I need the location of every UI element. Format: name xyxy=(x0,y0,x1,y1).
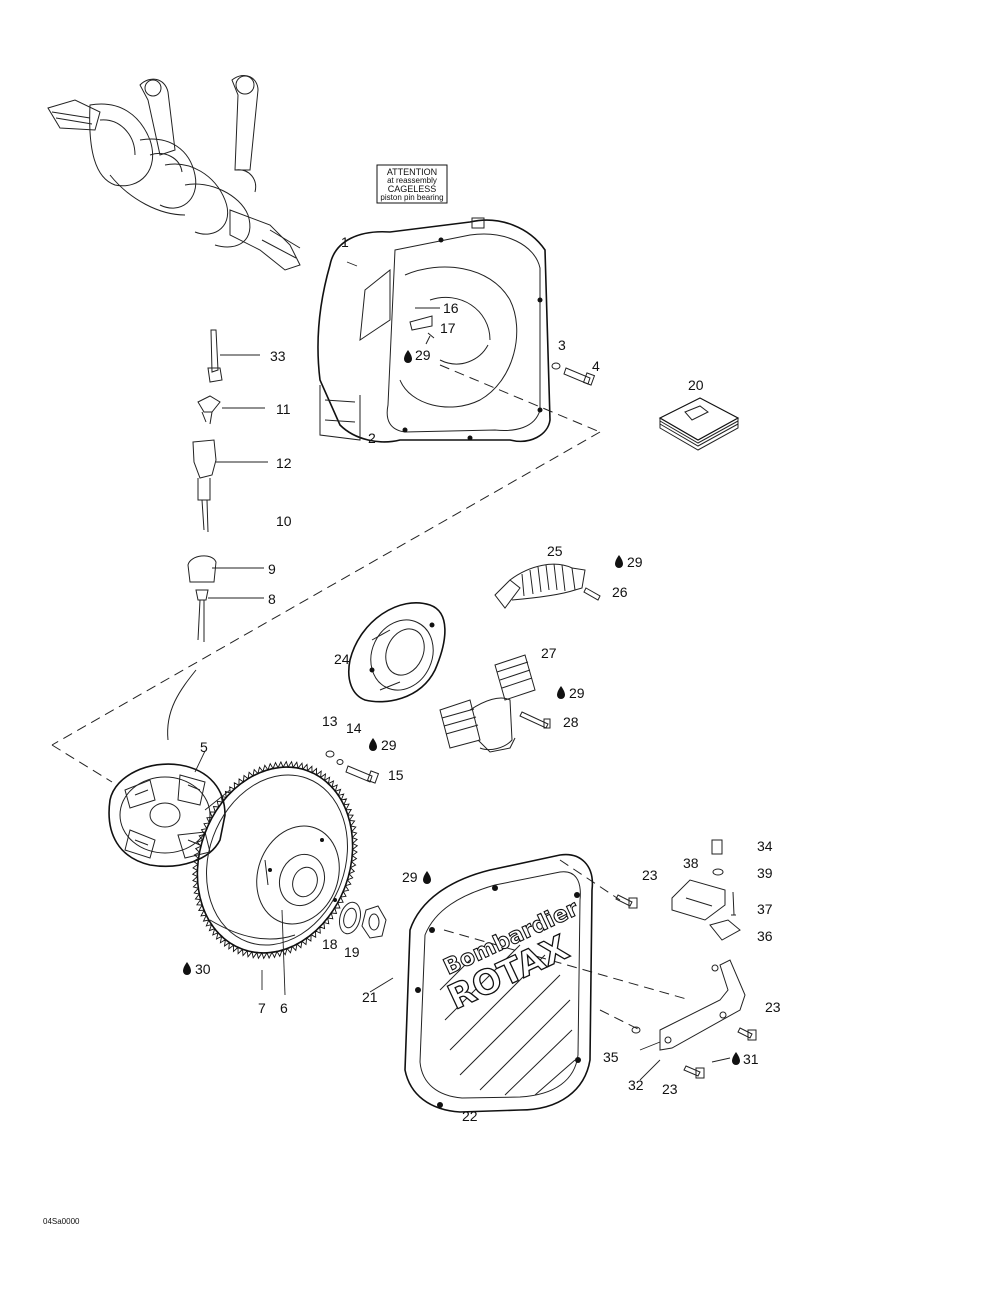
callout-3: 3 xyxy=(558,337,566,353)
attention-line4: piston pin bearing xyxy=(380,193,443,202)
callout-30: 30 xyxy=(195,961,211,977)
callout-28: 28 xyxy=(563,714,579,730)
ignition-coil xyxy=(494,563,601,609)
callout-16: 16 xyxy=(443,300,459,316)
callout-8: 8 xyxy=(268,591,276,607)
mounting-bracket xyxy=(659,959,746,1051)
callout-36: 36 xyxy=(757,928,773,944)
charging-coils xyxy=(439,654,551,753)
relay-bracket xyxy=(671,839,741,941)
oil-drop-icon xyxy=(557,686,565,699)
rotor-screw xyxy=(325,750,380,784)
callout-34: 34 xyxy=(757,838,773,854)
callout-10: 10 xyxy=(276,513,292,529)
callout-23a: 23 xyxy=(642,867,658,883)
callout-9: 9 xyxy=(268,561,276,577)
stator-plate xyxy=(348,602,446,703)
callout-1: 1 xyxy=(341,234,349,250)
rotor-assembly xyxy=(108,763,226,868)
callout-14: 14 xyxy=(346,720,362,736)
alignment-lines xyxy=(51,364,691,1031)
callout-37: 37 xyxy=(757,901,773,917)
oil-drop-icon xyxy=(423,871,431,884)
callout-11: 11 xyxy=(276,401,291,417)
callout-6: 6 xyxy=(280,1000,288,1016)
crankshaft xyxy=(47,75,301,271)
callout-4: 4 xyxy=(592,358,600,374)
callout-29c: 29 xyxy=(569,685,585,701)
manual-book xyxy=(658,397,740,451)
figure-code: 04Sa0000 xyxy=(43,1217,80,1226)
attention-line2: at reassembly xyxy=(387,176,437,185)
callout-35: 35 xyxy=(603,1049,619,1065)
callout-17: 17 xyxy=(440,320,456,336)
callout-29e: 29 xyxy=(402,869,418,885)
callout-32: 32 xyxy=(628,1077,644,1093)
flywheel xyxy=(191,760,359,960)
magneto-housing xyxy=(317,217,551,443)
callout-29b: 29 xyxy=(627,554,643,570)
callout-29a: 29 xyxy=(415,347,431,363)
oil-drop-icon xyxy=(369,738,377,751)
callout-29d: 29 xyxy=(381,737,397,753)
housing-screw xyxy=(551,362,596,386)
leader-lines xyxy=(194,261,731,1081)
callout-7: 7 xyxy=(258,1000,266,1016)
callout-19: 19 xyxy=(344,944,360,960)
callout-5: 5 xyxy=(200,739,208,755)
oil-drop-icon xyxy=(615,555,623,568)
attention-line1: ATTENTION xyxy=(387,167,437,177)
callout-39: 39 xyxy=(757,865,773,881)
callout-22: 22 xyxy=(462,1108,478,1124)
cover-screws xyxy=(615,894,757,1079)
callout-23b: 23 xyxy=(765,999,781,1015)
callout-2: 2 xyxy=(368,430,376,446)
callout-20: 20 xyxy=(688,377,704,393)
callout-31: 31 xyxy=(743,1051,759,1067)
callout-26: 26 xyxy=(612,584,628,600)
callout-27: 27 xyxy=(541,645,557,661)
sensor-assembly xyxy=(167,329,223,741)
callout-25: 25 xyxy=(547,543,563,559)
attention-line3: CAGELESS xyxy=(388,184,437,194)
callout-15: 15 xyxy=(388,767,404,783)
callout-13: 13 xyxy=(322,713,338,729)
oil-drop-icon xyxy=(404,350,412,363)
magneto-cover: Bombardier ROTAX xyxy=(404,853,594,1113)
oil-drop-icon xyxy=(183,962,191,975)
callout-38: 38 xyxy=(683,855,699,871)
callout-23c: 23 xyxy=(662,1081,678,1097)
callout-21: 21 xyxy=(362,989,378,1005)
attention-label: ATTENTION at reassembly CAGELESS piston … xyxy=(376,164,448,204)
ring-gear-teeth xyxy=(191,760,359,960)
oil-drop-icon xyxy=(732,1052,740,1065)
seal-and-nut xyxy=(338,901,387,939)
callouts: 1 2 3 4 5 6 7 8 9 10 11 12 13 14 15 16 1… xyxy=(195,234,781,1124)
callout-24: 24 xyxy=(334,651,350,667)
callout-33: 33 xyxy=(270,348,286,364)
callout-12: 12 xyxy=(276,455,292,471)
callout-18: 18 xyxy=(322,936,338,952)
